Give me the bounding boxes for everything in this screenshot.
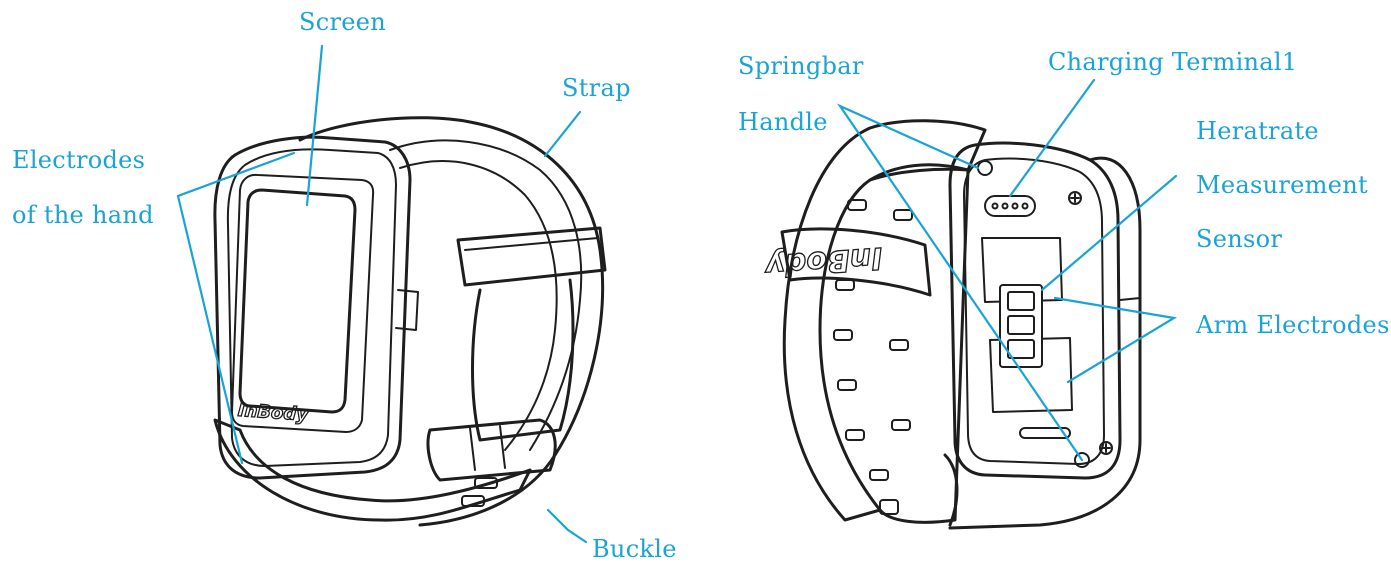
label-buckle: Buckle xyxy=(592,535,677,563)
heartrate-sensor xyxy=(999,284,1043,368)
back-strap-holes xyxy=(833,199,913,481)
label-electrodes-line2: of the hand xyxy=(12,201,154,229)
label-screen: Screen xyxy=(299,8,387,36)
label-charging-terminal: Charging Terminal1 xyxy=(1048,48,1298,76)
front-logo: InBody xyxy=(237,400,310,426)
label-heartrate-line2: Measurement xyxy=(1196,171,1368,199)
back-logo: InBody xyxy=(763,240,884,283)
leader-strap xyxy=(543,110,582,158)
leader-lines xyxy=(176,44,1178,544)
label-electrodes-line1: Electrodes xyxy=(12,146,146,174)
leader-charging xyxy=(1008,78,1096,198)
front-strap xyxy=(298,116,605,527)
front-screen xyxy=(238,188,357,414)
back-watch-view: InBody xyxy=(762,119,1142,530)
label-heartrate-line3: Sensor xyxy=(1196,225,1283,253)
leader-buckle xyxy=(546,508,588,544)
back-case xyxy=(948,141,1122,480)
front-strap-keeper xyxy=(456,226,607,287)
leader-springbar-handle xyxy=(836,103,1084,462)
label-arm-electrodes: Arm Electrodes xyxy=(1196,311,1390,339)
springbar-top xyxy=(977,160,993,176)
leader-screen xyxy=(305,44,324,207)
label-handle: Handle xyxy=(738,108,828,136)
back-strap-keeper xyxy=(780,227,932,297)
leader-arm-electrodes xyxy=(1053,296,1178,384)
label-heartrate-line1: Heratrate xyxy=(1196,117,1319,145)
back-strap-textured xyxy=(782,119,987,522)
front-watch-view: InBody xyxy=(213,116,607,527)
label-springbar: Springbar xyxy=(738,52,864,80)
springbar-bottom xyxy=(1074,452,1090,468)
arm-electrode-lower xyxy=(989,337,1073,413)
label-strap: Strap xyxy=(562,74,631,102)
front-case xyxy=(213,135,412,480)
leader-heartrate xyxy=(1040,174,1178,292)
leader-electrodes xyxy=(176,151,296,465)
front-buckle xyxy=(426,418,557,482)
